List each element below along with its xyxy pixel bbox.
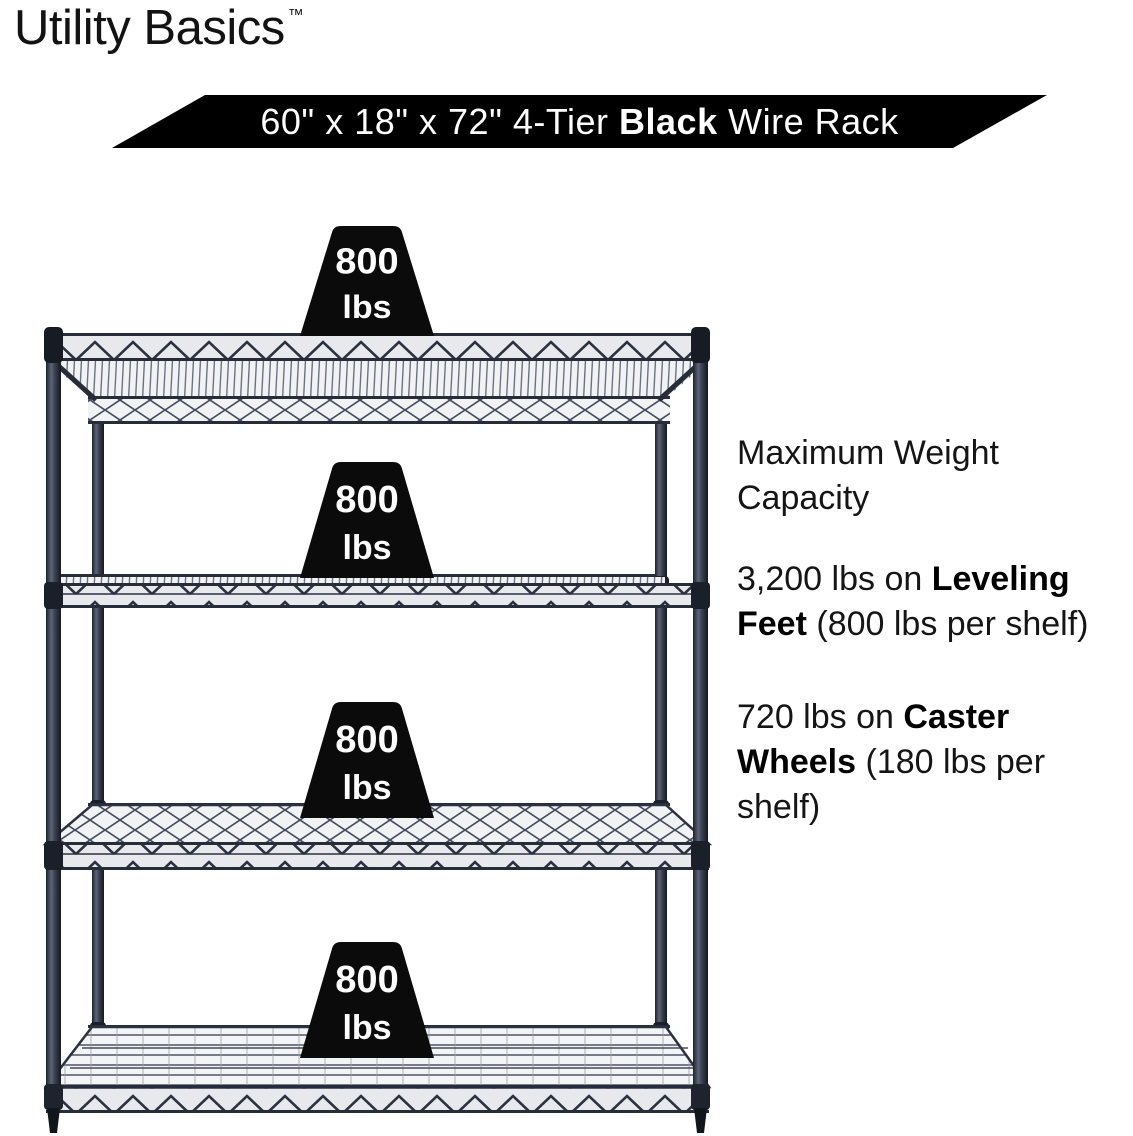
weight-unit: lbs	[342, 290, 391, 326]
shelf-3	[42, 803, 713, 870]
trademark-symbol: ™	[287, 7, 304, 24]
title-color: Black	[619, 100, 718, 142]
shelf-2	[46, 574, 709, 608]
front-left-post	[44, 327, 63, 1133]
caster-post: (180 lbs per shelf)	[737, 743, 1046, 826]
product-title: 60" x 18" x 72" 4-Tier Black Wire Rack	[260, 101, 898, 143]
caster-bold: Caster Wheels	[737, 698, 1010, 781]
leveling-foot	[694, 1108, 707, 1133]
weight-value: 800	[335, 479, 398, 521]
weight-icon: 800 lbs	[300, 942, 434, 1058]
leveling-feet-capacity: 3,200 lbs on Leveling Feet (800 lbs per …	[737, 557, 1109, 647]
weight-icon: 800 lbs	[300, 462, 434, 578]
title-dimensions: 60" x 18" x 72" 4-Tier	[260, 100, 620, 142]
weight-unit: lbs	[342, 769, 391, 807]
back-right-post	[653, 372, 669, 1090]
caster-pre: 720 lbs on	[737, 698, 904, 736]
title-suffix: Wire Rack	[717, 100, 899, 142]
shelf-1	[46, 333, 709, 424]
wire-rack-illustration	[42, 327, 713, 1133]
back-left-post	[90, 372, 106, 1090]
weight-unit: lbs	[342, 1009, 391, 1047]
title-banner: 60" x 18" x 72" 4-Tier Black Wire Rack	[112, 95, 1047, 148]
caster-wheels-capacity: 720 lbs on Caster Wheels (180 lbs per sh…	[737, 695, 1109, 830]
weight-value: 800	[335, 240, 398, 281]
weight-value: 800	[335, 959, 398, 1001]
leveling-post: (800 lbs per shelf)	[806, 605, 1089, 643]
front-right-post	[691, 327, 710, 1133]
leveling-foot	[47, 1108, 60, 1133]
weight-unit: lbs	[342, 529, 391, 567]
leveling-pre: 3,200 lbs on	[737, 560, 932, 598]
brand-name: Utility Basics	[14, 1, 285, 55]
weight-value: 800	[335, 719, 398, 761]
capacity-info: Maximum Weight Capacity 3,200 lbs on Lev…	[737, 431, 1109, 878]
weight-icon: 800 lbs	[300, 226, 434, 336]
leveling-bold: Leveling Feet	[737, 560, 1070, 643]
weight-icon: 800 lbs	[300, 702, 434, 818]
capacity-heading: Maximum Weight Capacity	[737, 434, 999, 517]
